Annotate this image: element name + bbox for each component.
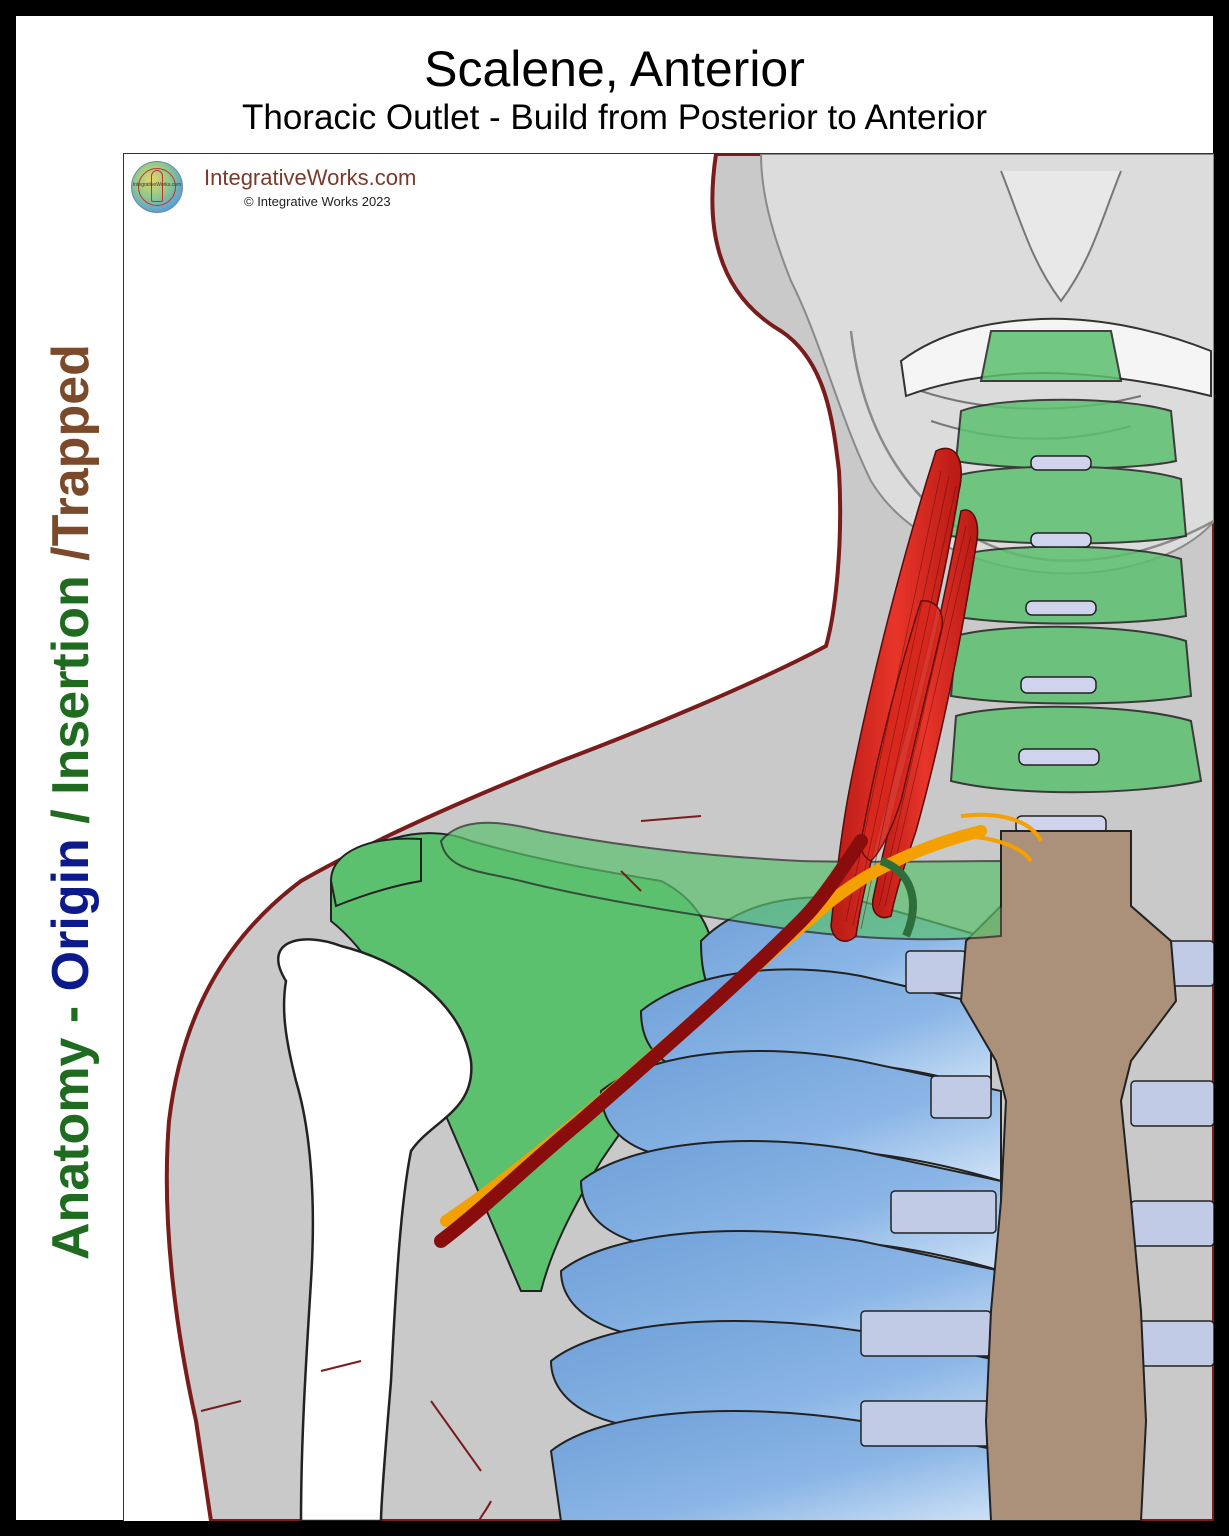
brachial-plexus-roots — [955, 812, 1043, 863]
side-label-insertion: Insertion — [42, 575, 100, 795]
side-label-anatomy: Anatomy - — [42, 991, 100, 1260]
humerus — [277, 938, 473, 1521]
integrative-works-logo: IntegrativeWorks.com — [131, 161, 183, 213]
illustration-panel — [123, 153, 1214, 1521]
logo-text: IntegrativeWorks.com — [132, 182, 182, 188]
sternum — [959, 830, 1178, 1521]
copyright-text: © Integrative Works 2023 — [244, 194, 391, 209]
logo-figure — [151, 170, 163, 202]
intervertebral-discs — [1015, 455, 1107, 835]
anatomy-illustration — [164, 154, 1214, 1521]
costal-cartilage — [860, 940, 1214, 1447]
first-rib-arch — [879, 857, 917, 938]
nasal-cavity — [1000, 170, 1122, 303]
logo-ring — [138, 168, 176, 206]
page-title: Scalene, Anterior — [424, 41, 805, 97]
side-label: Anatomy - Origin / Insertion /Trapped — [36, 260, 106, 1260]
cervical-vertebrae — [949, 330, 1203, 794]
acromion — [329, 837, 422, 908]
side-label-sep1: / — [42, 794, 100, 839]
side-label-trapped: Trapped — [42, 344, 100, 547]
subclavian-artery — [434, 834, 868, 1248]
side-label-sep2: / — [42, 546, 100, 576]
page-subtitle: Thoracic Outlet - Build from Posterior t… — [242, 98, 987, 137]
skin-detail-lines — [200, 815, 702, 1521]
brand-site-text: IntegrativeWorks.com — [204, 165, 417, 190]
side-label-origin: Origin — [42, 838, 100, 992]
